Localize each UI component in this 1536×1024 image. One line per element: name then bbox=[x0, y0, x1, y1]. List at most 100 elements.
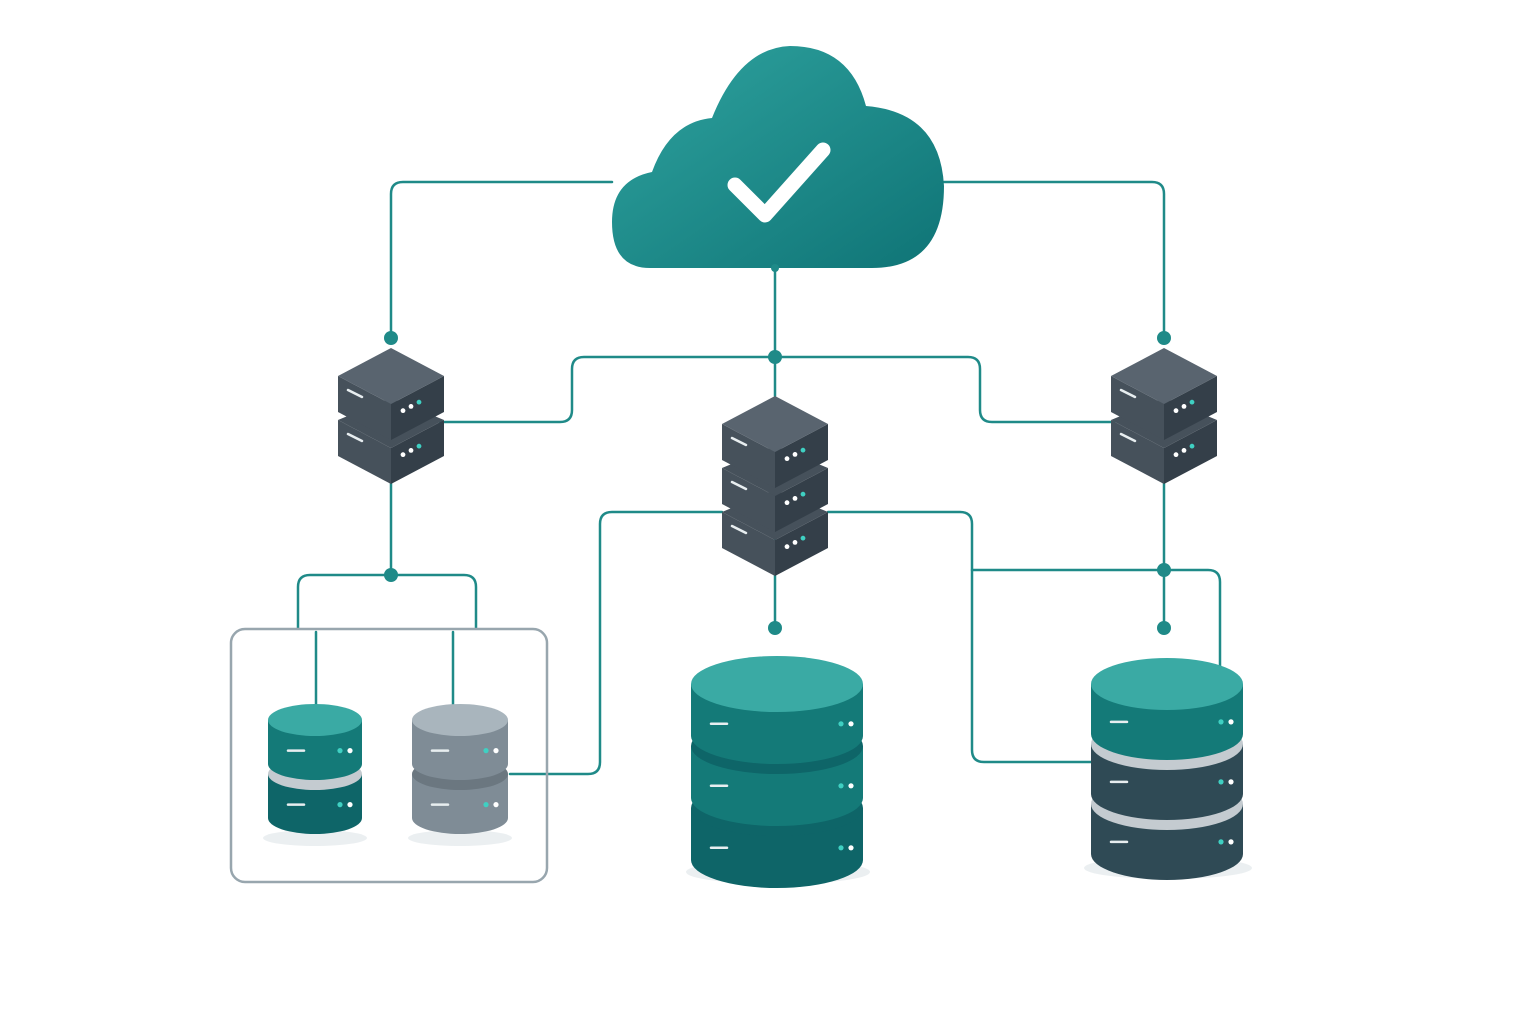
server-slot bbox=[346, 432, 364, 443]
status-led bbox=[493, 802, 499, 808]
status-led bbox=[1218, 719, 1224, 725]
server-right-face bbox=[1164, 420, 1217, 484]
center-to-left-switch-link bbox=[438, 355, 777, 424]
cloud-shape bbox=[612, 46, 944, 268]
switch-right-server bbox=[1111, 348, 1217, 484]
status-led bbox=[848, 845, 854, 851]
switch-center-server bbox=[722, 396, 828, 576]
status-led bbox=[483, 802, 489, 808]
status-led bbox=[1218, 779, 1224, 785]
status-led bbox=[784, 544, 790, 550]
status-led bbox=[493, 748, 499, 754]
status-led bbox=[838, 845, 844, 851]
status-led bbox=[800, 491, 806, 497]
right-loop-link bbox=[970, 568, 1222, 668]
status-led bbox=[792, 452, 798, 457]
status-led bbox=[416, 443, 422, 449]
status-led bbox=[347, 748, 353, 754]
connector-lines bbox=[296, 180, 1222, 776]
junction-dot bbox=[384, 568, 398, 582]
database-top bbox=[691, 656, 863, 712]
status-led bbox=[1173, 408, 1179, 414]
server-right-face bbox=[391, 420, 444, 484]
center-to-cluster-link bbox=[508, 510, 724, 776]
database-layer bbox=[268, 720, 362, 780]
status-led bbox=[784, 456, 790, 462]
server-right-face bbox=[391, 376, 444, 440]
status-led bbox=[408, 404, 414, 409]
nodes bbox=[268, 46, 1243, 888]
cloud-check-icon bbox=[612, 46, 944, 268]
shadow bbox=[408, 830, 512, 846]
database-layer-body bbox=[412, 774, 508, 834]
database-top bbox=[268, 704, 362, 736]
db-center bbox=[691, 656, 863, 888]
junction-dot bbox=[1157, 331, 1171, 345]
server-right-face bbox=[775, 512, 828, 576]
checkmark-icon bbox=[727, 142, 831, 223]
server-slot bbox=[730, 524, 748, 535]
status-led bbox=[838, 783, 844, 789]
status-led bbox=[1218, 839, 1224, 845]
status-led bbox=[337, 802, 343, 808]
status-led bbox=[347, 802, 353, 808]
status-led bbox=[838, 721, 844, 727]
server-unit bbox=[338, 348, 444, 440]
server-right-face bbox=[1164, 376, 1217, 440]
database-top bbox=[1091, 658, 1243, 710]
server-slot bbox=[730, 436, 748, 447]
status-led bbox=[1189, 399, 1195, 405]
status-led bbox=[1228, 839, 1234, 845]
status-led bbox=[337, 748, 343, 754]
status-led bbox=[408, 448, 414, 453]
database-layer bbox=[412, 720, 508, 780]
junction-dot bbox=[771, 264, 779, 272]
status-led bbox=[848, 721, 854, 727]
cloud-to-left-switch-link bbox=[389, 180, 614, 340]
database-layer-body bbox=[268, 720, 362, 780]
junction-dots bbox=[384, 264, 1171, 635]
status-led bbox=[483, 748, 489, 754]
status-led bbox=[400, 408, 406, 414]
shadow bbox=[263, 830, 367, 846]
server-slot bbox=[346, 388, 364, 399]
status-led bbox=[792, 540, 798, 545]
junction-dot bbox=[1157, 563, 1171, 577]
server-slot bbox=[730, 480, 748, 491]
switch-left-server bbox=[338, 348, 444, 484]
server-slot bbox=[1119, 432, 1137, 443]
junction-dot bbox=[384, 331, 398, 345]
database-layer-body bbox=[412, 720, 508, 780]
status-led bbox=[848, 783, 854, 789]
status-led bbox=[784, 500, 790, 506]
database-layer-body bbox=[268, 774, 362, 834]
cloud-to-right-switch-link bbox=[942, 180, 1166, 340]
status-led bbox=[800, 447, 806, 453]
left-cluster-branch-link bbox=[296, 573, 478, 630]
status-led bbox=[1228, 719, 1234, 725]
junction-dot bbox=[1157, 621, 1171, 635]
status-led bbox=[1181, 404, 1187, 409]
cluster-db-gray bbox=[412, 704, 508, 834]
status-led bbox=[800, 535, 806, 541]
db-right bbox=[1091, 658, 1243, 880]
status-led bbox=[416, 399, 422, 405]
status-led bbox=[1228, 779, 1234, 785]
status-led bbox=[1189, 443, 1195, 449]
server-right-face bbox=[775, 424, 828, 488]
database-top bbox=[412, 704, 508, 736]
cluster-frame bbox=[229, 627, 549, 884]
server-unit bbox=[722, 396, 828, 488]
server-slot bbox=[1119, 388, 1137, 399]
status-led bbox=[400, 452, 406, 458]
server-top-face bbox=[722, 396, 828, 452]
center-to-right-switch-link bbox=[773, 355, 1116, 424]
junction-dot bbox=[768, 621, 782, 635]
server-right-face bbox=[775, 468, 828, 532]
cluster-db-teal bbox=[268, 704, 362, 834]
server-unit bbox=[1111, 348, 1217, 440]
center-to-right-db-link bbox=[826, 510, 1094, 764]
status-led bbox=[1181, 448, 1187, 453]
